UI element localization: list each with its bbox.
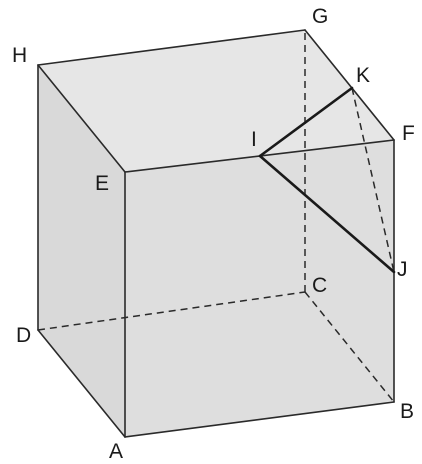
label-k: K	[356, 64, 370, 87]
label-g: G	[312, 5, 328, 28]
label-i: I	[251, 128, 257, 151]
label-f: F	[402, 122, 415, 145]
label-j: J	[397, 258, 408, 281]
cube-front-face	[125, 140, 394, 437]
label-h: H	[12, 44, 27, 67]
label-c: C	[312, 274, 327, 297]
label-e: E	[95, 172, 109, 195]
label-b: B	[400, 400, 414, 423]
label-a: A	[109, 440, 123, 463]
label-d: D	[16, 324, 31, 347]
